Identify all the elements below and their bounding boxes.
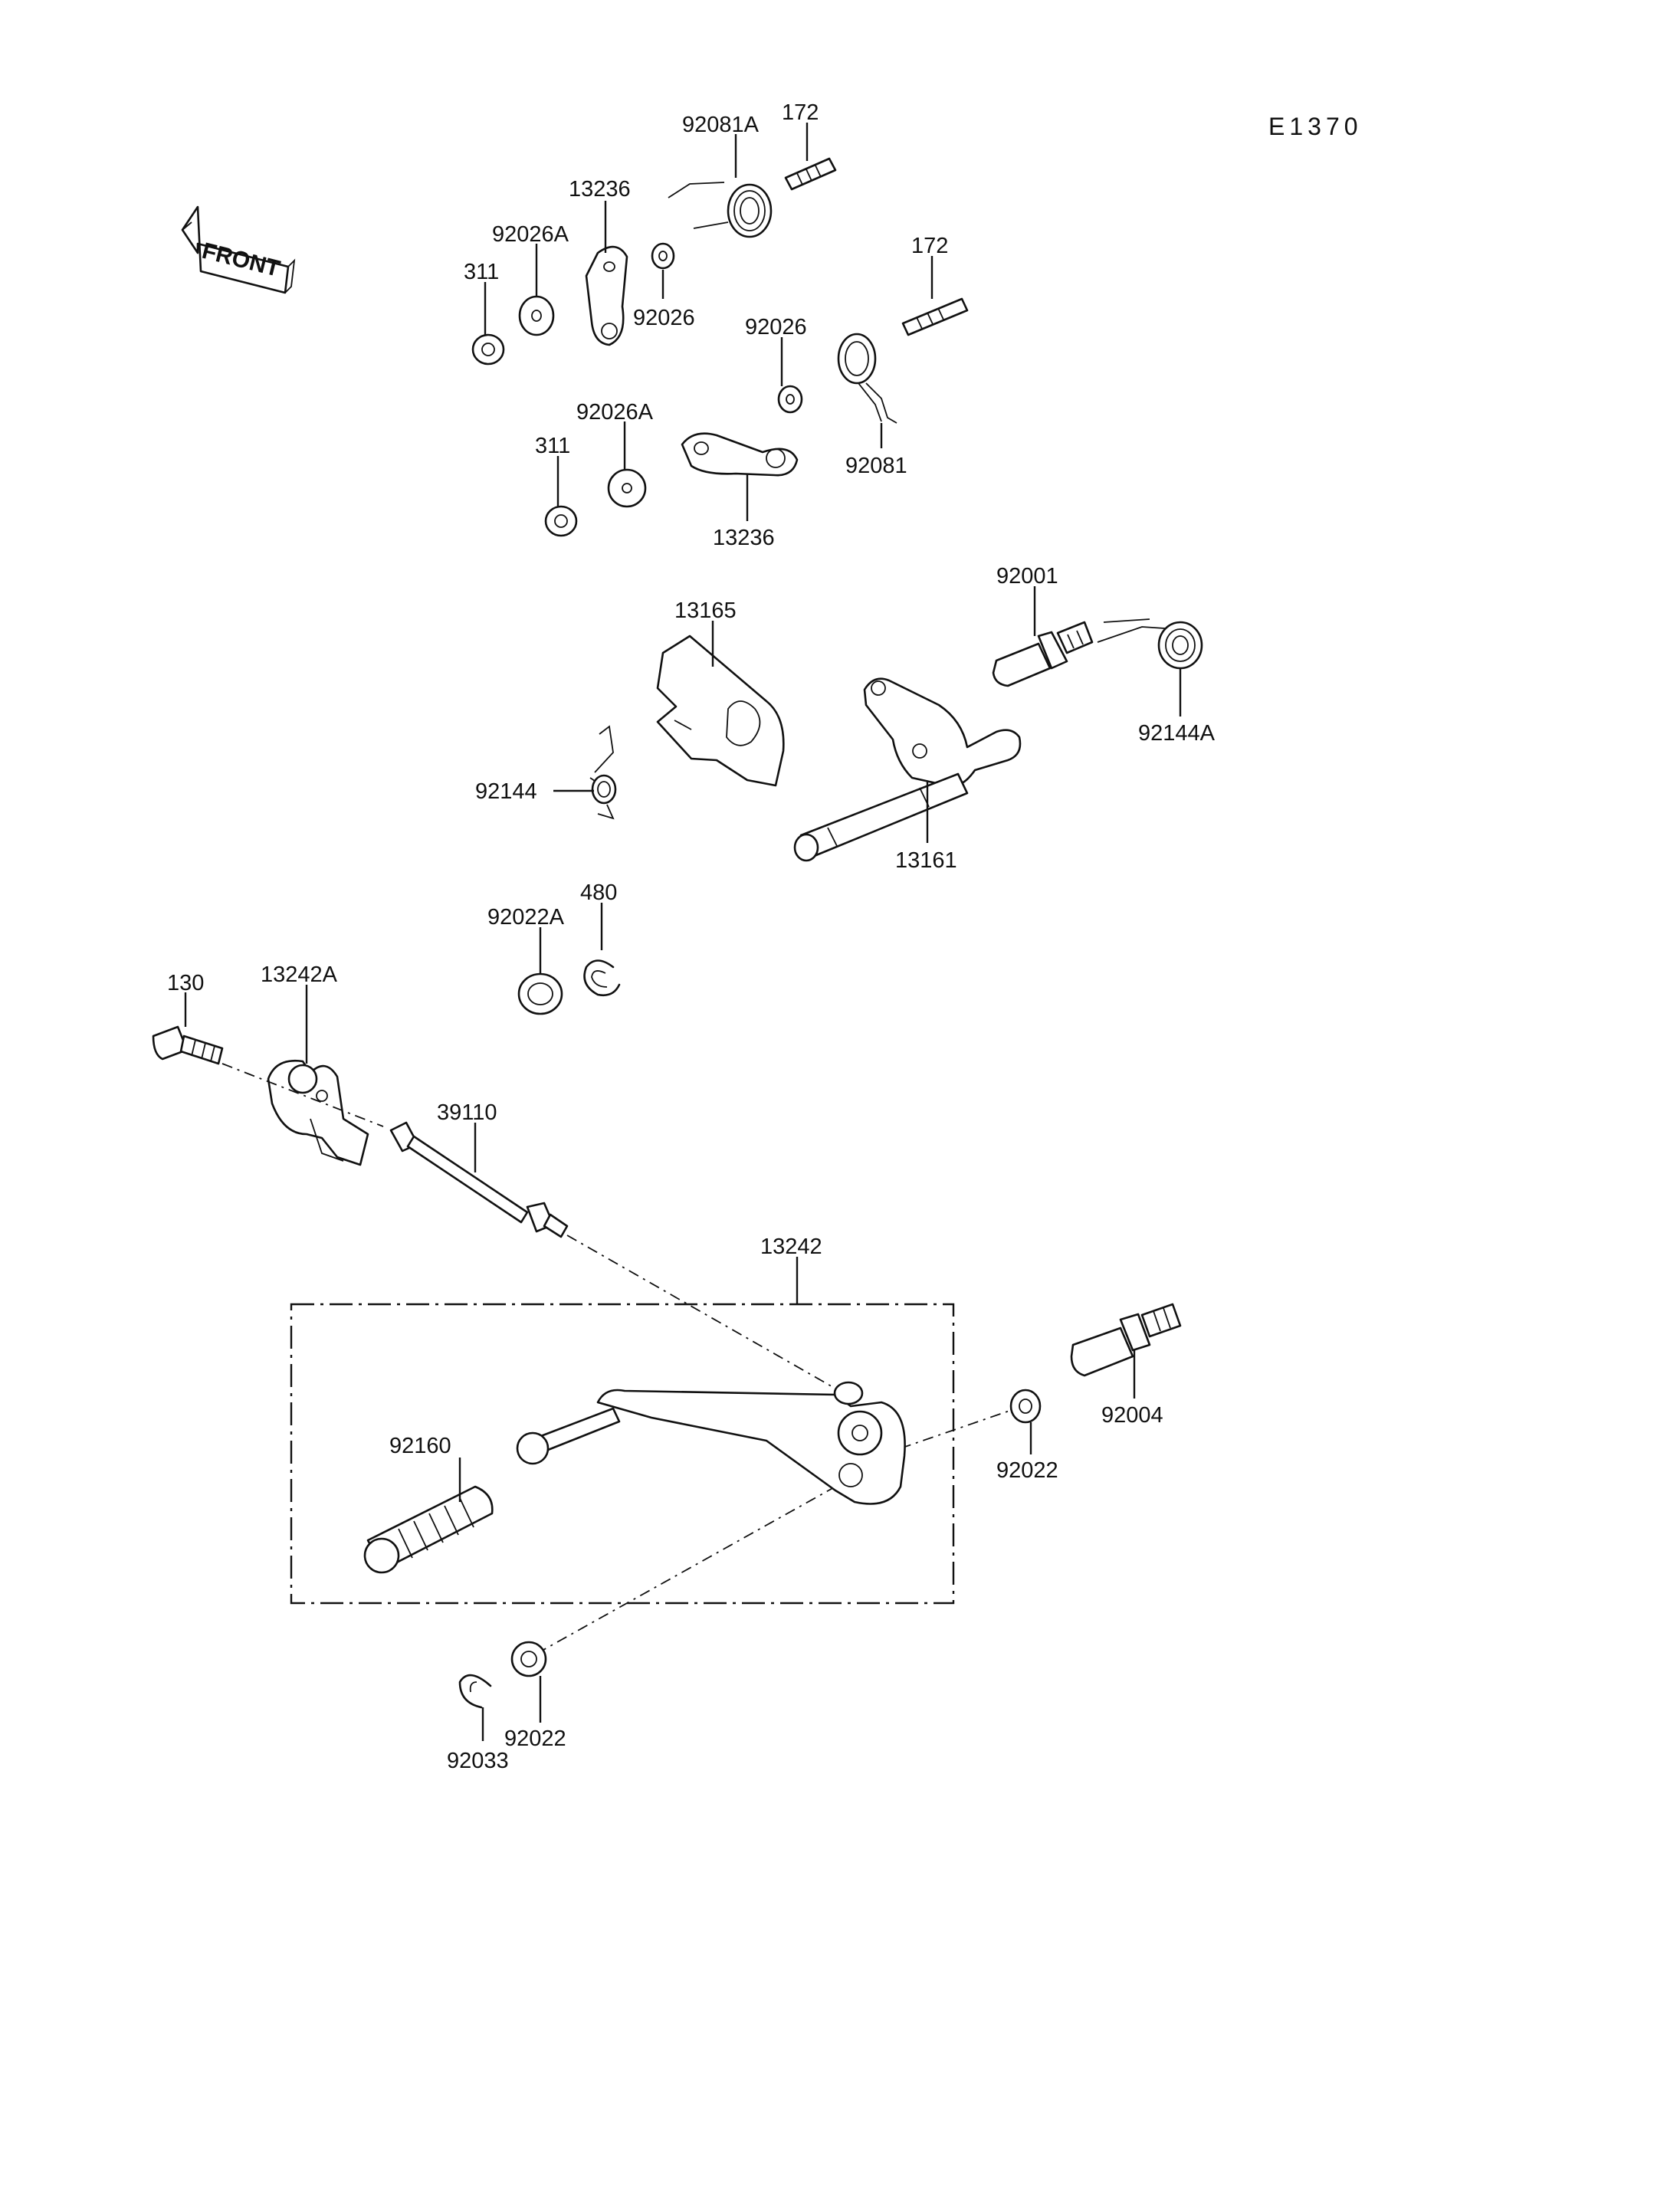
circlip-480-part	[583, 959, 621, 996]
label-172-top: 172	[782, 100, 819, 125]
lower-axis-line	[536, 1486, 836, 1654]
stud-172-top-part	[784, 157, 837, 191]
spring-92144-part	[589, 725, 617, 820]
pivot-axis-line	[900, 1409, 1012, 1449]
label-92026-top: 92026	[633, 306, 695, 330]
washer-92026a-top-part	[518, 295, 555, 336]
stud-172-right-part	[901, 297, 969, 336]
leader-lines	[184, 123, 1182, 1741]
label-13236-top: 13236	[569, 177, 631, 202]
label-13242: 13242	[760, 1235, 822, 1259]
spring-92144a-part	[1097, 618, 1203, 670]
label-13161: 13161	[895, 848, 957, 873]
lever-13236-mid-part	[681, 432, 799, 477]
washer-92022a-part	[517, 972, 563, 1015]
tie-rod-axis-line	[566, 1235, 836, 1389]
pedal-rubber-92160-part	[363, 1485, 494, 1574]
label-13236-mid: 13236	[713, 526, 775, 550]
washer-92026-mid-part	[777, 385, 803, 414]
diagram-code: E1370	[1268, 113, 1363, 140]
label-39110: 39110	[437, 1100, 497, 1125]
label-92022-bottom: 92022	[504, 1726, 566, 1751]
e-clip-92033-part	[458, 1674, 492, 1709]
pivot-bolt-92004-part	[1070, 1303, 1182, 1377]
label-92022-right: 92022	[996, 1458, 1058, 1483]
label-92144: 92144	[475, 779, 537, 804]
label-92033: 92033	[447, 1749, 509, 1773]
nut-311-mid-part	[544, 505, 578, 537]
label-92004: 92004	[1101, 1403, 1163, 1428]
label-92026-mid: 92026	[745, 315, 807, 339]
shaft-13161-part	[793, 677, 1022, 862]
shift-pedal-assembly-frame	[290, 1303, 955, 1605]
tie-rod-39110-part	[389, 1121, 569, 1238]
label-92144a: 92144A	[1138, 721, 1216, 746]
washer-92022-bottom-part	[510, 1641, 547, 1677]
label-172-right: 172	[911, 234, 948, 258]
label-92026a-mid: 92026A	[576, 400, 654, 425]
spring-92081-part	[837, 333, 897, 424]
label-311-top: 311	[464, 260, 499, 284]
label-13242a: 13242A	[261, 962, 338, 987]
label-480: 480	[580, 880, 617, 905]
rod-end-13242a-part	[267, 1059, 369, 1166]
washer-92022-right-part	[1009, 1389, 1042, 1424]
washer-92026a-mid-part	[607, 468, 647, 508]
label-311-mid: 311	[535, 434, 570, 458]
label-92081: 92081	[845, 454, 907, 478]
pin-92001-part	[992, 621, 1094, 687]
lever-13236-top-part	[585, 245, 628, 346]
label-130: 130	[167, 971, 204, 995]
bolt-130-part	[152, 1025, 224, 1065]
label-92001: 92001	[996, 564, 1058, 589]
label-92026a-top: 92026A	[492, 222, 569, 247]
washer-92026-top-part	[651, 242, 675, 270]
label-92081a: 92081A	[682, 113, 760, 137]
shift-pedal-13242-part	[516, 1381, 906, 1505]
front-direction-icon: FRONT	[181, 205, 296, 294]
label-92022a: 92022A	[487, 905, 565, 930]
spring-92081a-part	[668, 182, 773, 238]
plate-13165-part	[656, 635, 785, 787]
label-13165: 13165	[674, 598, 737, 623]
label-92160: 92160	[389, 1434, 451, 1458]
nut-311-top-part	[471, 333, 505, 366]
linkage-axis-line	[221, 1063, 384, 1127]
